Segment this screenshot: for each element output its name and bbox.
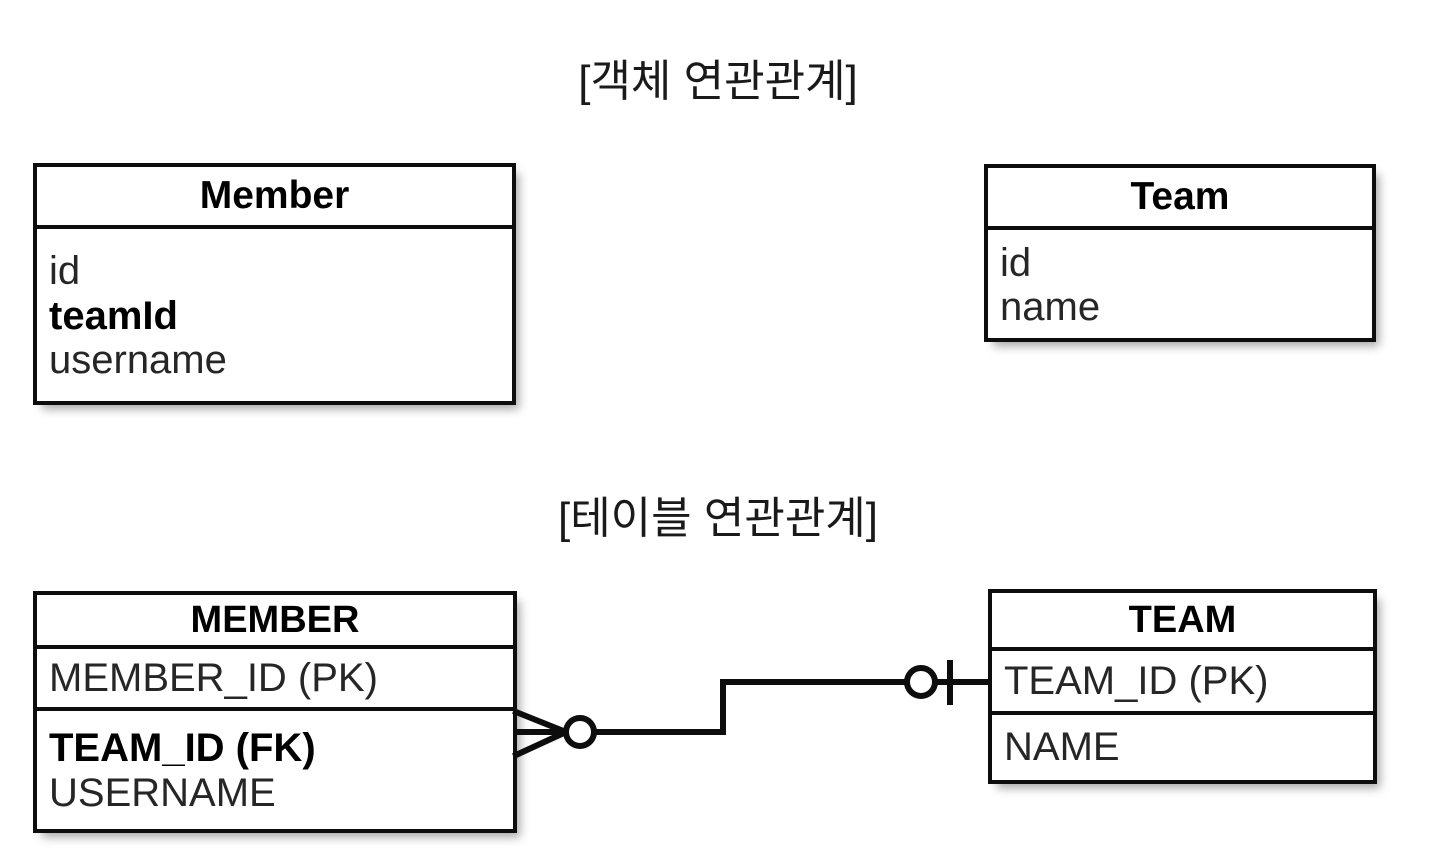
entity-header-team-table: TEAM [992,593,1373,651]
entity-box-team-object[interactable]: Team id name [984,164,1376,342]
table-relation-title: [테이블 연관관계] [557,494,879,543]
cardinality-zero-circle-left [563,715,597,749]
attribute-name: name [1000,285,1101,329]
entity-box-member-object[interactable]: Member id teamId username [33,163,516,405]
entity-box-member-table[interactable]: MEMBER MEMBER_ID (PK) TEAM_ID (FK) USERN… [33,591,517,833]
crows-foot-many-icon [512,708,570,759]
entity-pk-section-team-table: TEAM_ID (PK) [992,651,1373,715]
entity-header-member-object: Member [37,167,512,229]
entity-attributes-team-table: NAME [992,715,1373,780]
attribute-member-id-pk: MEMBER_ID (PK) [49,655,378,700]
entity-header-team-object: Team [988,168,1372,230]
entity-pk-section-member-table: MEMBER_ID (PK) [37,649,513,711]
entity-attributes-team-object: id name [988,230,1372,338]
attribute-teamid: teamId [49,293,178,338]
attribute-team-id-fk: TEAM_ID (FK) [49,726,316,771]
relationship-line [577,679,988,735]
attribute-id: id [1000,240,1032,285]
attribute-name: NAME [1004,725,1120,770]
entity-header-member-table: MEMBER [37,595,513,649]
cardinality-zero-circle-right [904,665,938,699]
entity-box-team-table[interactable]: TEAM TEAM_ID (PK) NAME [988,589,1377,784]
attribute-id: id [49,249,81,294]
entity-attributes-member-table: TEAM_ID (FK) USERNAME [37,711,513,829]
object-relation-title: [객체 연관관계] [578,57,858,106]
attribute-username: USERNAME [49,770,276,815]
attribute-username: username [49,338,227,383]
entity-attributes-member-object: id teamId username [37,229,512,401]
relationship-connector [512,660,988,759]
attribute-team-id-pk: TEAM_ID (PK) [1004,658,1269,703]
